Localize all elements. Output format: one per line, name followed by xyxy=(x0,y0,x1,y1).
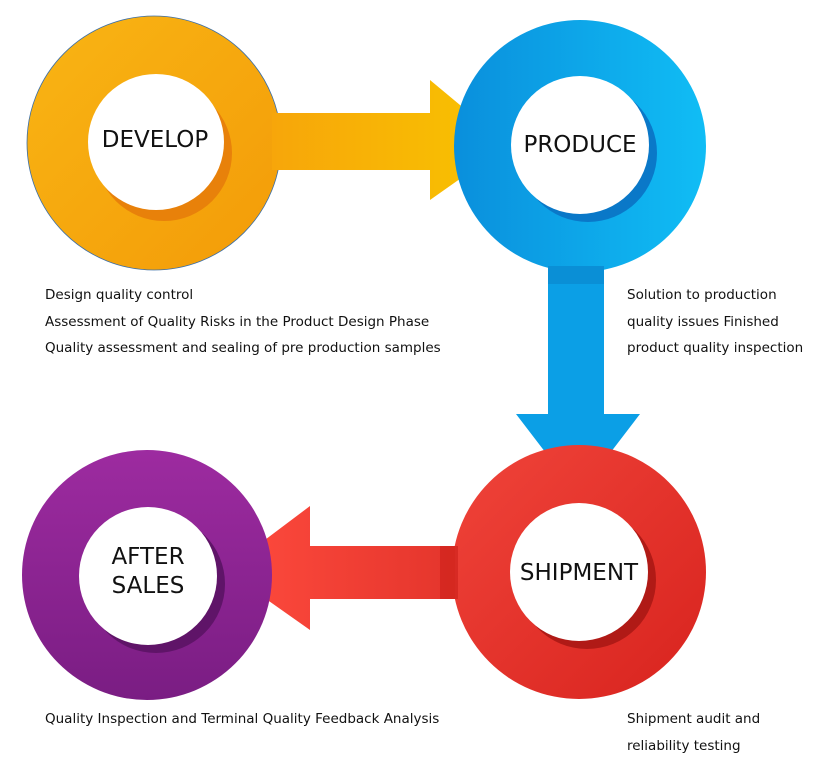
shipment-label: SHIPMENT xyxy=(520,560,639,586)
produce-center xyxy=(511,76,657,222)
develop-desc-line: Assessment of Quality Risks in the Produ… xyxy=(45,313,430,330)
produce-desc-line: Solution to production xyxy=(627,287,777,303)
arrow-develop-to-produce xyxy=(272,80,508,200)
produce-desc-line: product quality inspection xyxy=(627,340,804,356)
shipment-center xyxy=(510,503,656,649)
shipment-description: Shipment audit and reliability testing xyxy=(627,706,760,759)
develop-center xyxy=(88,74,232,221)
after-sales-center xyxy=(79,507,225,653)
arrow-shipment-to-after-sales xyxy=(225,506,458,630)
develop-desc-line: Quality assessment and sealing of pre pr… xyxy=(45,340,441,356)
develop-description: Design quality control Assessment of Qua… xyxy=(45,282,441,362)
produce-label: PRODUCE xyxy=(523,132,636,158)
after-sales-label-line1: AFTER xyxy=(111,544,184,570)
develop-label: DEVELOP xyxy=(102,127,209,153)
produce-description: Solution to production quality issues Fi… xyxy=(627,282,803,362)
after-sales-desc-line: Quality Inspection and Terminal Quality … xyxy=(45,711,440,727)
shipment-desc-line: reliability testing xyxy=(627,737,741,754)
after-sales-description: Quality Inspection and Terminal Quality … xyxy=(45,706,439,733)
shipment-desc-line: Shipment audit and xyxy=(627,711,761,727)
produce-desc-line: quality issues Finished xyxy=(627,313,779,330)
after-sales-label-line2: SALES xyxy=(112,573,185,599)
develop-desc-line: Design quality control xyxy=(45,287,194,303)
arrow-produce-to-shipment xyxy=(516,266,640,495)
